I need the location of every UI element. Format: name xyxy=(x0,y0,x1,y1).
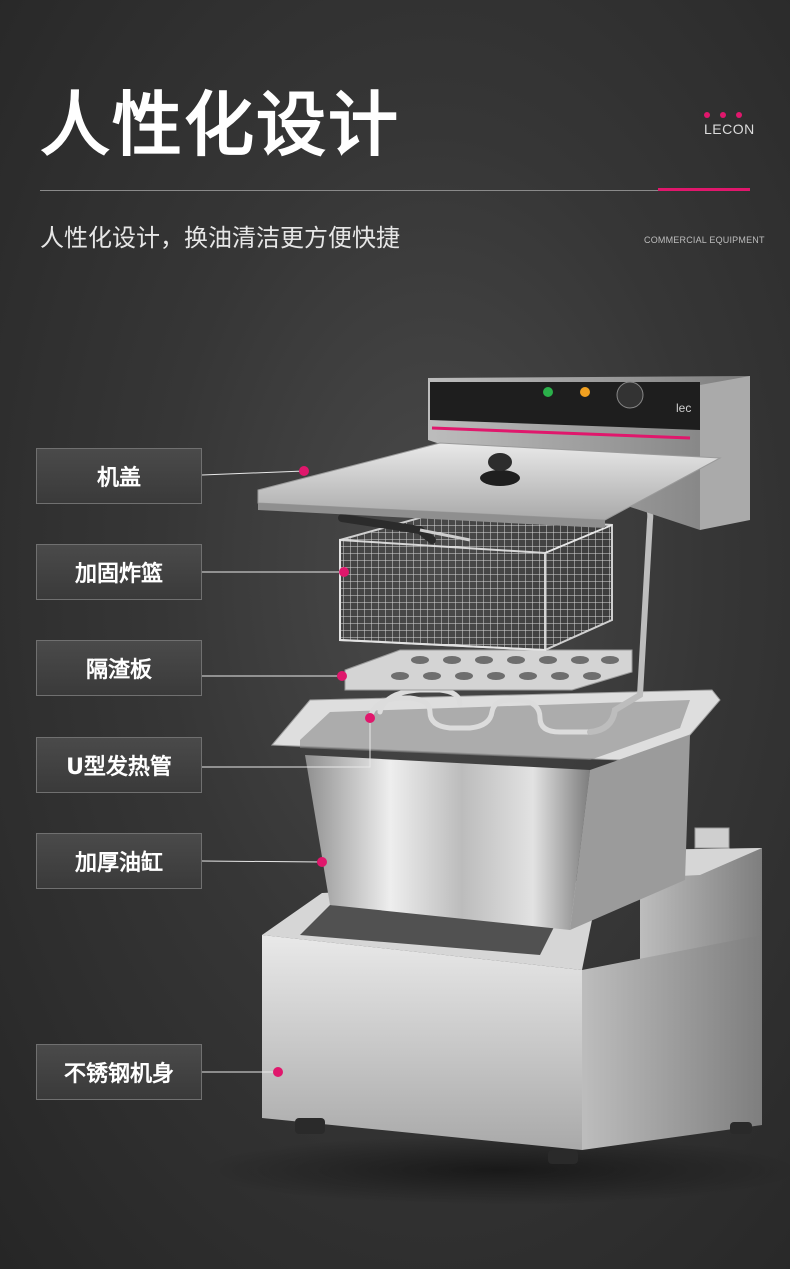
callout-dot-heating-tube xyxy=(365,713,375,723)
brand-dots xyxy=(704,103,752,122)
page-title: 人性化设计 xyxy=(40,84,400,166)
page-subtitle: 人性化设计，换油清洁更方便快捷 xyxy=(40,224,400,252)
device-logo: lec xyxy=(676,401,691,415)
label-body: 不锈钢机身 xyxy=(36,1044,202,1100)
brand-name: LECON xyxy=(704,121,755,137)
label-lid: 机盖 xyxy=(36,448,202,504)
filter-plate xyxy=(344,649,633,691)
label-oil-tank: 加厚油缸 xyxy=(36,833,202,889)
callout-dot-body xyxy=(273,1067,283,1077)
label-filter: 隔渣板 xyxy=(36,640,202,696)
callout-dot-basket xyxy=(339,567,349,577)
header-divider-accent xyxy=(658,188,750,191)
label-heating-tube: U型发热管 xyxy=(36,737,202,793)
label-basket: 加固炸篮 xyxy=(36,544,202,600)
callout-dot-lid xyxy=(299,466,309,476)
oil-tank xyxy=(270,689,721,930)
callout-dot-oil-tank xyxy=(317,857,327,867)
fry-basket xyxy=(338,513,613,652)
brand-tagline: COMMERCIAL EQUIPMENT xyxy=(644,235,765,245)
floor-shadow xyxy=(200,1135,790,1205)
lid-and-control-head: lec xyxy=(257,376,750,530)
callouts xyxy=(201,470,371,1073)
header-divider xyxy=(40,190,750,191)
callout-dot-filter xyxy=(337,671,347,681)
